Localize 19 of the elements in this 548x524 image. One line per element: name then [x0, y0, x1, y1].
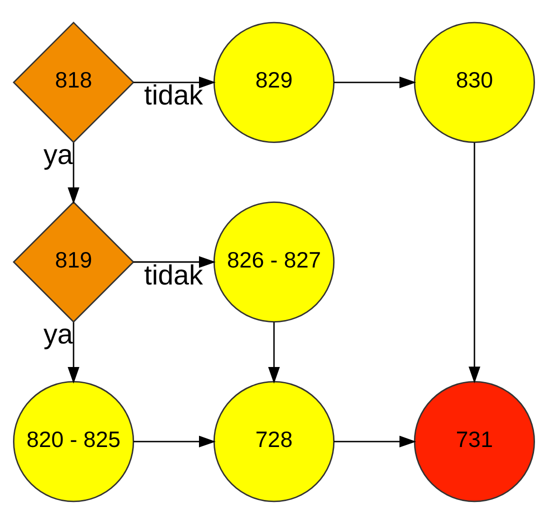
edge-label: tidak	[144, 80, 203, 111]
node-circle: 830	[414, 22, 536, 143]
node-circle: 728	[213, 381, 335, 502]
arrow	[68, 142, 80, 204]
node-diamond: 819	[12, 201, 134, 323]
arrow	[133, 256, 216, 268]
node-circle: 829	[213, 22, 335, 143]
arrow	[334, 76, 416, 88]
arrow	[133, 436, 216, 448]
arrow	[468, 142, 480, 384]
arrow	[68, 322, 80, 384]
node-diamond: 818	[12, 22, 134, 144]
node-circle: 820 - 825	[13, 381, 134, 502]
node-circle: 826 - 827	[213, 201, 335, 323]
arrow	[334, 436, 416, 448]
edge-label: tidak	[144, 259, 203, 290]
arrow	[133, 76, 216, 88]
arrow	[268, 322, 280, 384]
node-circle: 731	[414, 381, 536, 502]
